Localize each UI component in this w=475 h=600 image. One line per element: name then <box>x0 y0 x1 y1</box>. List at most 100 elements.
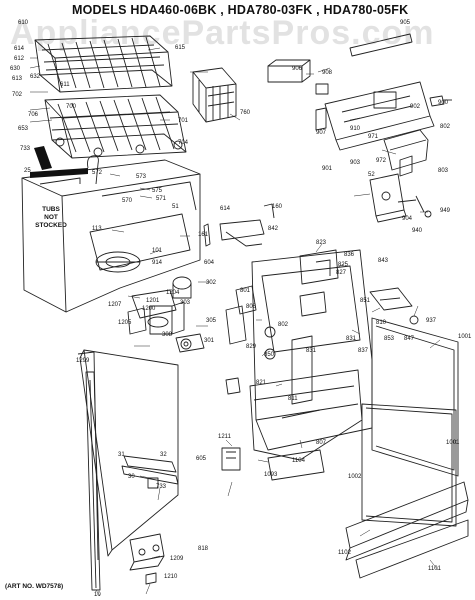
part-number-label: 733 <box>20 146 31 152</box>
part-number-label: 1101 <box>428 566 441 572</box>
part-number-label: 971 <box>368 134 379 140</box>
part-number-label: 605 <box>196 456 207 462</box>
door-frame <box>249 369 363 481</box>
part-number-label: 842 <box>268 226 279 232</box>
diagram-title: MODELS HDA460-06BK , HDA780-03FK , HDA78… <box>72 3 409 17</box>
part-number-label: 831 <box>346 336 357 342</box>
part-number-label: 760 <box>240 110 251 116</box>
support-bracket <box>203 203 339 285</box>
upper-rack <box>34 35 173 93</box>
part-number-label: 821 <box>256 380 267 386</box>
part-number-label: 604 <box>204 260 215 266</box>
part-number-label: 801 <box>240 288 251 294</box>
part-number-label: 613 <box>12 76 23 82</box>
part-number-label: 733 <box>156 484 167 490</box>
part-number-label: 706 <box>28 112 39 118</box>
pump-assembly <box>127 276 205 353</box>
part-number-label: 615 <box>175 45 186 51</box>
part-number-label: 614 <box>220 206 231 212</box>
tub-note-line: STOCKED <box>35 222 67 229</box>
part-number-label: 836 <box>344 252 355 258</box>
part-number-label: 903 <box>350 160 361 166</box>
part-number-label: 101 <box>152 248 163 254</box>
part-number-label: 1104 <box>292 458 305 464</box>
part-number-label: 810 <box>376 320 387 326</box>
part-number-label: 829 <box>246 344 257 350</box>
part-number-label: 51 <box>172 204 179 210</box>
part-number-label: 1093 <box>264 472 278 478</box>
part-number-label: 853 <box>384 336 395 342</box>
part-number-label: 701 <box>178 118 189 124</box>
tub-note-line: TUBS <box>42 206 60 213</box>
timer-switches <box>267 59 452 177</box>
part-number-label: 907 <box>316 130 327 136</box>
part-number-label: 160 <box>272 204 283 210</box>
part-number-label: 632 <box>30 74 41 80</box>
part-number-label: 1102 <box>338 550 351 556</box>
part-number-label: 940 <box>412 228 423 234</box>
lower-rack <box>44 94 187 159</box>
part-number-label: 1211 <box>218 434 231 440</box>
part-number-label: 1207 <box>108 302 122 308</box>
part-number-label: 32 <box>160 452 167 458</box>
part-number-label: 113 <box>92 226 102 232</box>
tub-cabinet <box>21 159 201 313</box>
vent-assembly <box>369 287 419 325</box>
part-number-label: 825 <box>338 262 349 268</box>
detergent-dispenser <box>369 173 432 223</box>
access-panel <box>345 481 469 579</box>
door-side-trim <box>85 371 101 591</box>
part-number-label: 305 <box>206 318 217 324</box>
part-number-label: 937 <box>426 318 437 324</box>
part-number-label: 570 <box>122 198 133 204</box>
part-number-label: 700 <box>66 104 77 110</box>
part-number-label: 614 <box>14 46 25 52</box>
part-number-label: 31 <box>118 452 125 458</box>
part-number-label: 1001 <box>458 334 472 340</box>
door-seal-accent <box>30 146 88 178</box>
part-number-label: 161 <box>198 232 209 238</box>
part-number-label: 571 <box>156 196 167 202</box>
part-number-label: 572 <box>92 170 103 176</box>
part-number-label: 910 <box>350 126 361 132</box>
part-number-label: 1001 <box>446 440 460 446</box>
part-number-label: 1201 <box>146 298 160 304</box>
part-number-label: 949 <box>440 208 451 214</box>
part-number-label: 906 <box>292 66 303 72</box>
part-number-label: 972 <box>376 158 387 164</box>
part-number-label: 308 <box>162 332 173 338</box>
part-number-label: 30 <box>128 474 135 480</box>
part-number-label: 610 <box>18 20 29 26</box>
silverware-basket <box>192 67 237 123</box>
part-number-label: 843 <box>378 258 389 264</box>
part-number-label: 1210 <box>164 574 178 580</box>
part-number-label: 1204 <box>166 290 180 296</box>
part-number-label: 573 <box>136 174 147 180</box>
part-number-label: 847 <box>404 336 415 342</box>
part-number-label: 902 <box>410 104 421 110</box>
part-number-label: 1200 <box>142 306 156 312</box>
fill-tube <box>87 155 99 185</box>
part-number-label: 611 <box>60 82 70 88</box>
tub-note-line: NOT <box>44 214 58 221</box>
art-number: (ART NO. WD7578) <box>5 583 64 590</box>
part-number-label: 827 <box>336 270 347 276</box>
part-number-label: 1002 <box>348 474 362 480</box>
part-number-label: 901 <box>322 166 333 172</box>
door-hinge <box>121 447 241 489</box>
part-number-label: 1299 <box>76 358 90 364</box>
part-number-label: 914 <box>152 260 163 266</box>
part-number-label: 831 <box>306 348 317 354</box>
part-number-label: 575 <box>152 188 163 194</box>
part-number-label: 653 <box>18 126 29 132</box>
part-number-label: 303 <box>180 300 191 306</box>
part-number-label: 837 <box>358 348 369 354</box>
part-number-label: 905 <box>400 20 411 26</box>
outer-door-panel <box>77 349 179 561</box>
part-number-label: 52 <box>368 172 375 178</box>
door-panel-right <box>361 317 459 527</box>
part-number-label: 818 <box>198 546 209 552</box>
part-number-label: 823 <box>316 240 327 246</box>
tub-note: TUBS NOT STOCKED <box>22 206 80 230</box>
